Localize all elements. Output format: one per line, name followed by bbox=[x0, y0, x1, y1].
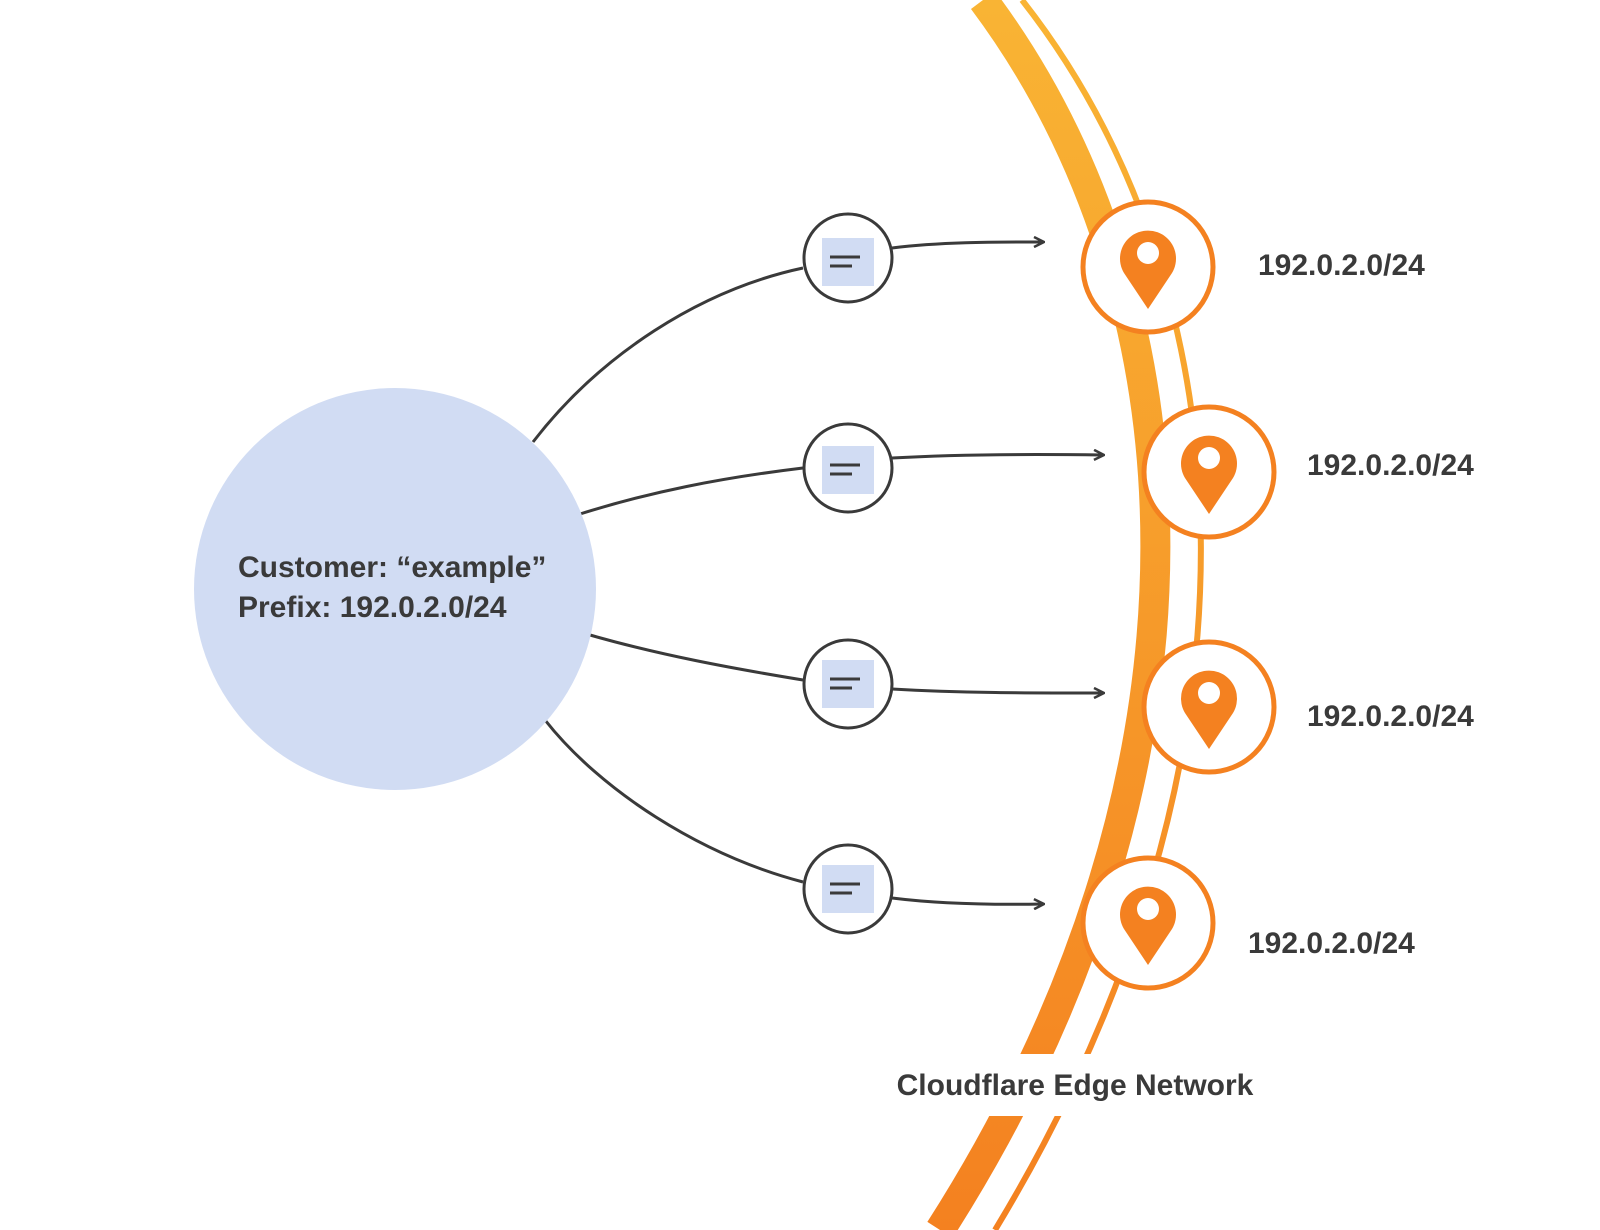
message-node-3 bbox=[802, 638, 894, 730]
edge-ring-main-band bbox=[927, 0, 1171, 1230]
location-prefix-label: 192.0.2.0/24 bbox=[1307, 449, 1474, 482]
message-icon bbox=[822, 238, 874, 286]
connector-3-out bbox=[891, 689, 1103, 693]
customer-circle bbox=[194, 388, 596, 790]
connector-2-in bbox=[579, 466, 804, 516]
connectors bbox=[531, 242, 1103, 904]
message-icon bbox=[822, 865, 874, 913]
connector-4-out bbox=[891, 896, 1043, 904]
location-pin-icon bbox=[1120, 886, 1176, 965]
edge-location-4: 192.0.2.0/24 bbox=[1080, 855, 1415, 991]
edge-ring-outer-band bbox=[992, 0, 1204, 1230]
edge-label-backing bbox=[880, 1054, 1270, 1116]
customer-name-label: Customer: “example” bbox=[238, 551, 546, 584]
edge-network-ring bbox=[927, 0, 1204, 1230]
location-prefix-label: 192.0.2.0/24 bbox=[1248, 927, 1415, 960]
customer-node: Customer: “example” Prefix: 192.0.2.0/24 bbox=[194, 388, 596, 790]
message-node-2 bbox=[802, 422, 894, 514]
connector-1-out bbox=[891, 242, 1043, 250]
location-pin-icon bbox=[1181, 435, 1237, 514]
message-node-4 bbox=[802, 843, 894, 935]
message-icon bbox=[822, 660, 874, 708]
message-icon bbox=[822, 446, 874, 494]
edge-location-3: 192.0.2.0/24 bbox=[1141, 639, 1474, 775]
connector-4-in bbox=[543, 719, 804, 884]
location-prefix-label: 192.0.2.0/24 bbox=[1258, 249, 1425, 282]
location-pin-icon bbox=[1120, 230, 1176, 309]
connector-1-in bbox=[531, 266, 804, 443]
customer-prefix-label: Prefix: 192.0.2.0/24 bbox=[238, 591, 507, 624]
message-node-1 bbox=[802, 212, 894, 304]
edge-network-label: Cloudflare Edge Network bbox=[897, 1069, 1254, 1102]
connector-3-in bbox=[589, 633, 804, 682]
edge-location-1: 192.0.2.0/24 bbox=[1080, 199, 1425, 335]
connector-2-out bbox=[891, 454, 1103, 458]
edge-network-label-group: Cloudflare Edge Network bbox=[880, 1054, 1270, 1116]
edge-location-2: 192.0.2.0/24 bbox=[1141, 404, 1474, 540]
location-prefix-label: 192.0.2.0/24 bbox=[1307, 700, 1474, 733]
location-pin-icon bbox=[1181, 670, 1237, 749]
